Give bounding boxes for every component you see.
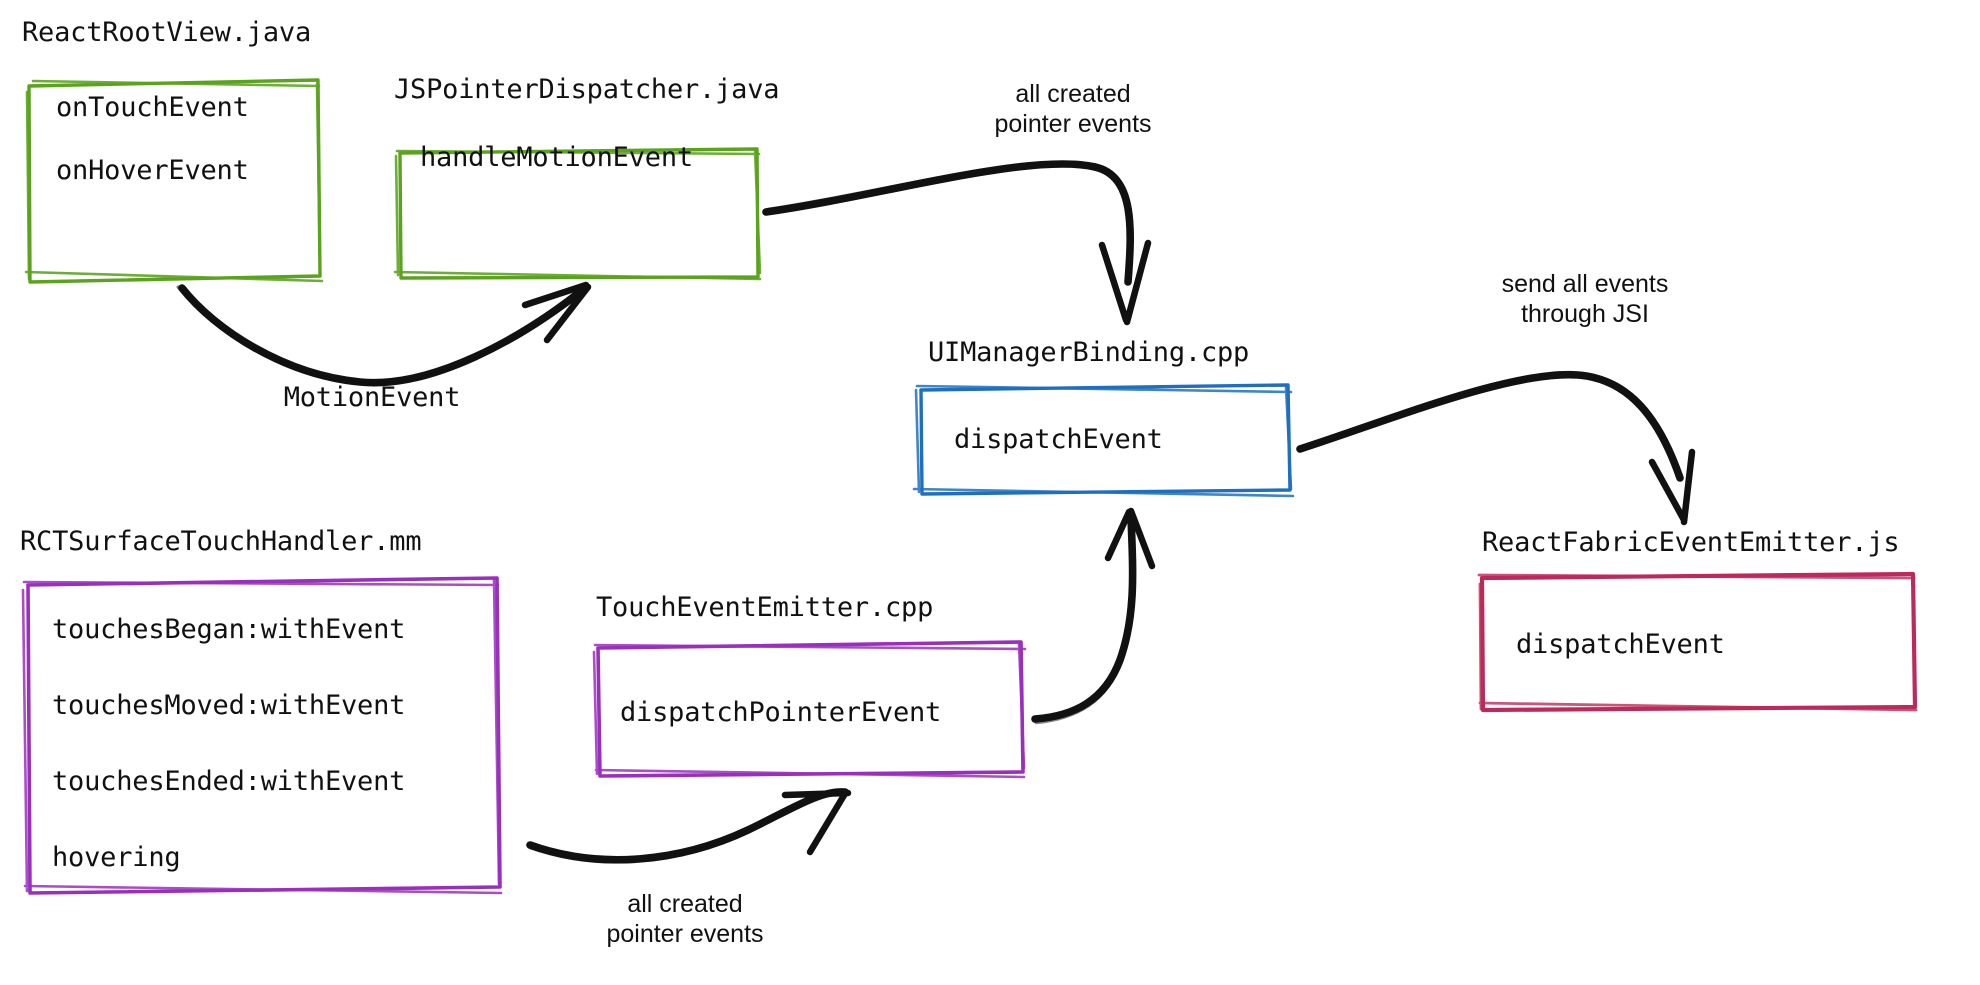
method-dispatch-pointer-event: dispatchPointerEvent <box>620 697 942 728</box>
method-touches-ended: touchesEnded:withEvent <box>52 766 406 797</box>
method-touches-moved: touchesMoved:withEvent <box>52 690 406 721</box>
arrow-android-pointer-events <box>762 160 1152 326</box>
filename-touch-event-emitter: TouchEventEmitter.cpp <box>596 592 934 623</box>
arrow-touch-to-uimanager <box>1031 507 1156 725</box>
method-on-hover-event: onHoverEvent <box>56 155 249 186</box>
filename-uimanager-binding: UIManagerBinding.cpp <box>928 337 1250 368</box>
edge-label-ios-pointer-events: all created pointer events <box>606 890 764 948</box>
edge-label-android-pointer-events: all created pointer events <box>994 80 1152 138</box>
edge-label-jsi: send all events through JSI <box>1501 270 1669 328</box>
method-dispatch-event-js: dispatchEvent <box>1516 629 1725 660</box>
method-touches-began: touchesBegan:withEvent <box>52 614 406 645</box>
filename-js-pointer-dispatcher: JSPointerDispatcher.java <box>394 74 780 105</box>
filename-react-fabric-event-emitter: ReactFabricEventEmitter.js <box>1482 527 1900 558</box>
filename-rct-surface-touch-handler: RCTSurfaceTouchHandler.mm <box>20 526 422 557</box>
edge-label-motion-event: MotionEvent <box>283 382 461 413</box>
method-hovering: hovering <box>52 842 181 873</box>
method-handle-motion-event: handleMotionEvent <box>420 142 693 173</box>
arrow-ios-pointer-events <box>526 788 852 864</box>
filename-react-root-view: ReactRootView.java <box>22 17 311 48</box>
arrow-jsi <box>1296 370 1696 526</box>
method-dispatch-event-cpp: dispatchEvent <box>954 424 1163 455</box>
arrow-motion-event <box>176 281 592 387</box>
method-on-touch-event: onTouchEvent <box>56 92 249 123</box>
